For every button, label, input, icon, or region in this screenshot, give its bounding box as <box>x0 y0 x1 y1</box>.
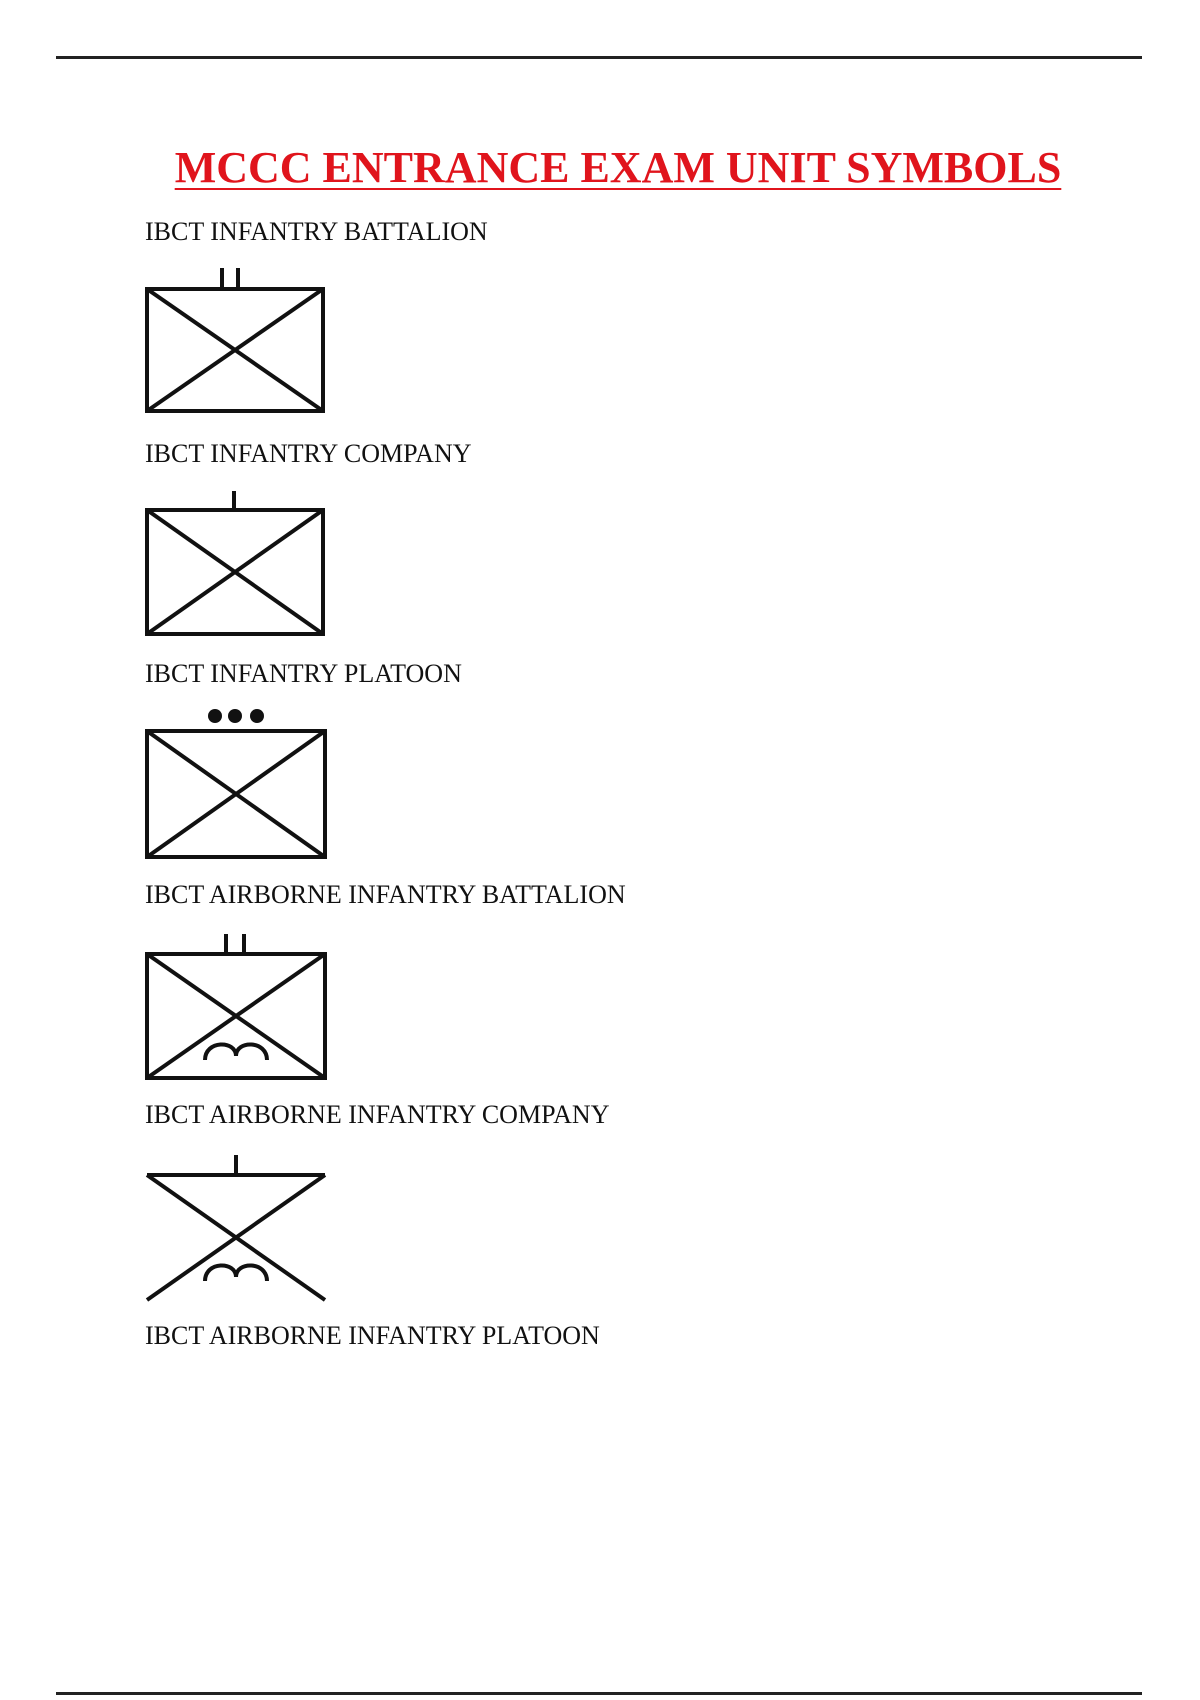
airborne-infantry-battalion-symbol-icon <box>145 934 327 1080</box>
header-rule <box>56 56 1142 59</box>
symbol-label: IBCT AIRBORNE INFANTRY COMPANY <box>145 1100 610 1129</box>
footer-rule <box>56 1692 1142 1695</box>
symbol-label: IBCT INFANTRY BATTALION <box>145 217 488 246</box>
symbol-label: IBCT AIRBORNE INFANTRY BATTALION <box>145 880 626 909</box>
symbol-label: IBCT AIRBORNE INFANTRY PLATOON <box>145 1321 600 1350</box>
infantry-platoon-symbol-icon <box>145 709 327 859</box>
infantry-company-symbol-icon <box>145 491 325 636</box>
symbol-label: IBCT INFANTRY COMPANY <box>145 439 472 468</box>
airborne-infantry-company-symbol-icon <box>145 1155 327 1302</box>
symbol-label: IBCT INFANTRY PLATOON <box>145 659 462 688</box>
infantry-battalion-symbol-icon <box>145 268 325 413</box>
page-title: MCCC ENTRANCE EXAM UNIT SYMBOLS <box>174 143 1062 192</box>
